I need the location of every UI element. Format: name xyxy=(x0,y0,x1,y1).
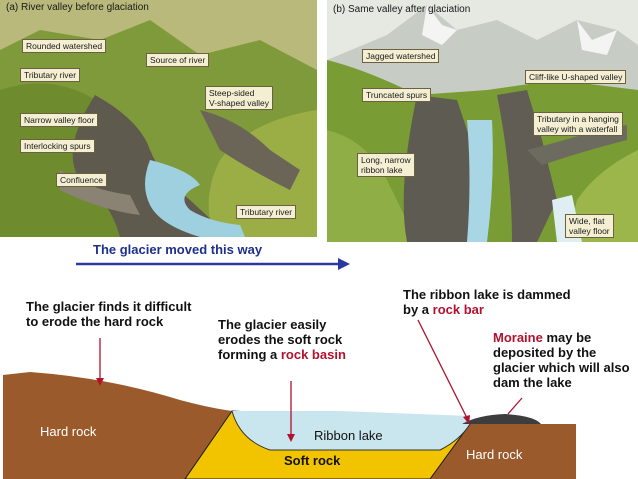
panel-b-caption: (b) Same valley after glaciation xyxy=(333,4,471,15)
note-moraine-text: may be deposited by the glacier which wi… xyxy=(493,330,630,390)
label-hanging-valley: Tributary in a hanging valley with a wat… xyxy=(533,112,623,136)
label-ribbon-lake-section: Ribbon lake xyxy=(314,428,383,443)
label-ribbon-lake: Long, narrow ribbon lake xyxy=(357,153,415,177)
label-tributary-river-bottom: Tributary river xyxy=(236,205,297,219)
moraine-term: Moraine xyxy=(493,330,543,345)
note-erode-hard-rock: The glacier finds it difficult to erode … xyxy=(26,299,192,329)
lake-basin-outline xyxy=(231,410,471,451)
label-flat-valley-floor: Wide, flat valley floor xyxy=(565,214,614,238)
moraine-mound xyxy=(462,414,541,424)
steep-sided-line2: V-shaped valley xyxy=(209,98,270,108)
glacier-direction-arrow xyxy=(76,258,350,270)
label-steep-sided-valley: Steep-sided V-shaped valley xyxy=(205,86,274,110)
panel-b-illustration: (b) Same valley after glaciation Jagged … xyxy=(327,0,638,242)
label-hard-rock-left: Hard rock xyxy=(40,424,97,439)
label-soft-rock: Soft rock xyxy=(284,453,341,468)
label-rounded-watershed: Rounded watershed xyxy=(22,39,107,53)
label-tributary-river-top: Tributary river xyxy=(20,68,81,82)
label-interlocking-spurs: Interlocking spurs xyxy=(20,139,95,153)
rock-bar-term: rock bar xyxy=(432,302,484,317)
hanging-valley-line2: valley with a waterfall xyxy=(537,124,618,134)
note-rock-bar: The ribbon lake is dammed by a rock bar xyxy=(403,287,575,317)
label-confluence: Confluence xyxy=(56,173,108,187)
arrow-rock-bar xyxy=(417,319,469,421)
glacier-direction-label: The glacier moved this way xyxy=(93,242,263,257)
label-cliff-like-valley: Cliff-like U-shaped valley xyxy=(525,70,627,84)
label-truncated-spurs: Truncated spurs xyxy=(362,88,432,102)
label-hard-rock-right: Hard rock xyxy=(466,447,523,462)
ribbon-lake-line1: Long, narrow xyxy=(361,155,411,165)
note-rock-bar-text: The ribbon lake is dammed by a xyxy=(403,287,571,317)
panel-a-caption: (a) River valley before glaciation xyxy=(6,2,149,13)
rock-basin-term: rock basin xyxy=(280,347,346,362)
label-jagged-watershed: Jagged watershed xyxy=(362,49,440,63)
ribbon-lake-line2: ribbon lake xyxy=(361,165,403,175)
note-rock-basin-text: The glacier easily erodes the soft rock … xyxy=(218,317,343,362)
flat-floor-line2: valley floor xyxy=(569,226,610,236)
panel-a-illustration: (a) River valley before glaciation Round… xyxy=(0,0,317,237)
arrow-moraine xyxy=(507,397,523,415)
note-moraine: Moraine may be deposited by the glacier … xyxy=(493,330,633,390)
steep-sided-line1: Steep-sided xyxy=(209,88,255,98)
label-narrow-valley-floor: Narrow valley floor xyxy=(20,113,99,127)
flat-floor-line1: Wide, flat xyxy=(569,216,605,226)
note-rock-basin: The glacier easily erodes the soft rock … xyxy=(218,317,368,362)
hanging-valley-line1: Tributary in a hanging xyxy=(537,114,619,124)
label-source-of-river: Source of river xyxy=(146,53,210,67)
